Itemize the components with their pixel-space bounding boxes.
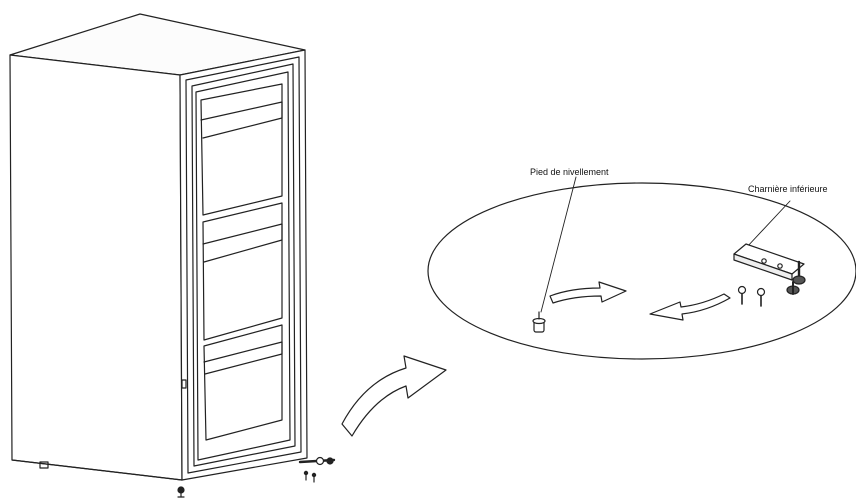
rotate-arrow-left — [649, 293, 731, 321]
leveling-foot-pointer — [540, 176, 577, 313]
lower-hinge — [733, 243, 806, 295]
screw-left — [737, 285, 747, 305]
door-gasket-inner — [191, 63, 296, 467]
drawer-3-front — [203, 341, 283, 375]
rotate-arrow-right — [549, 281, 627, 304]
transition-arrow — [341, 355, 447, 437]
base-hinge-parts — [298, 456, 336, 483]
compartment-1 — [200, 83, 283, 216]
lower-hinge-label: Charnière inférieure — [748, 184, 828, 194]
refrigerator — [9, 13, 336, 498]
drawer-1-front — [200, 101, 283, 139]
cabinet-side — [9, 54, 183, 481]
compartment-2 — [202, 202, 283, 341]
lower-hinge-pointer — [745, 200, 791, 249]
door-gasket — [185, 56, 302, 474]
drawer-2-front — [202, 223, 283, 263]
frame-marker — [181, 379, 187, 389]
door-liner — [195, 71, 291, 461]
compartment-3 — [203, 324, 283, 441]
detail-ellipse — [427, 182, 856, 360]
leveling-foot-label: Pied de nivellement — [530, 167, 609, 177]
leveling-foot — [532, 311, 546, 333]
screw-right — [756, 287, 766, 307]
cabinet-foot-front — [177, 486, 185, 498]
cabinet-foot-left — [39, 461, 49, 469]
